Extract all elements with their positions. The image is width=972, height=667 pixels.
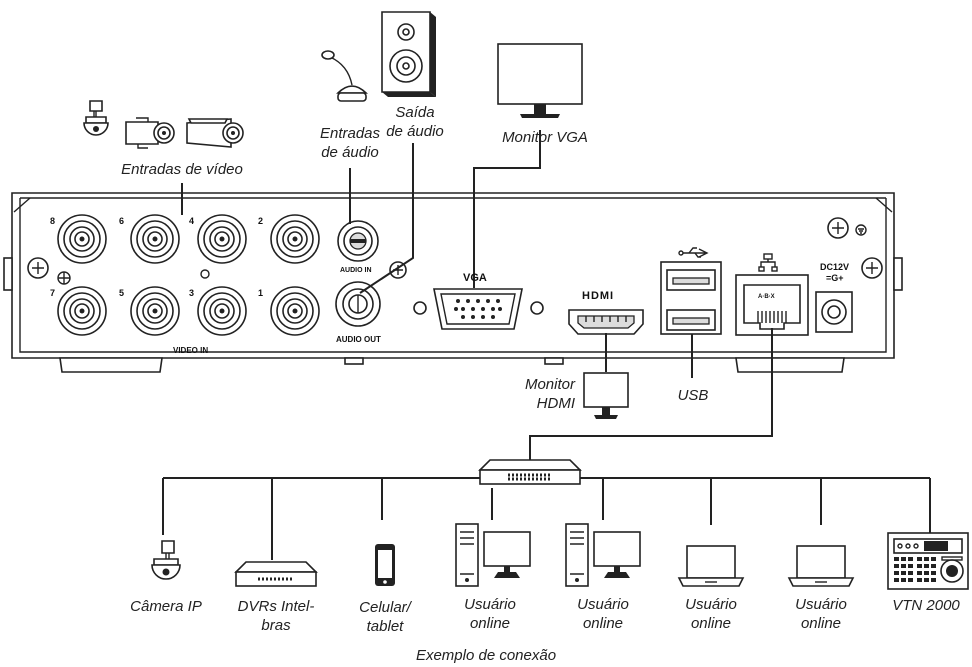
speaker-icon bbox=[381, 11, 436, 97]
bnc-connectors bbox=[57, 214, 320, 336]
laptop-icon bbox=[677, 545, 745, 587]
lan-label: A·B·X bbox=[758, 294, 775, 300]
hdmi-port bbox=[568, 309, 644, 335]
label-usb: USB bbox=[677, 387, 709, 404]
label-device-8: VTN 2000 bbox=[892, 597, 960, 614]
switch-icon bbox=[478, 459, 582, 485]
label-vga-monitor: Monitor VGA bbox=[502, 129, 588, 146]
usb-port-stack bbox=[660, 261, 722, 335]
rj45-port bbox=[735, 274, 809, 336]
ip-camera-icon bbox=[151, 540, 181, 580]
channel-label-5: 5 bbox=[119, 288, 125, 298]
channel-label-8: 8 bbox=[50, 216, 56, 226]
channel-label-2: 2 bbox=[258, 216, 264, 226]
line-audio-out bbox=[359, 143, 414, 294]
bullet-camera-icon bbox=[125, 117, 175, 149]
bnc-3 bbox=[197, 214, 247, 264]
bnc-6 bbox=[130, 286, 180, 336]
label-device-4a: Usuário bbox=[464, 596, 516, 613]
label-device-1: Câmera IP bbox=[130, 598, 202, 615]
label-audio-inputs-2: de áudio bbox=[321, 144, 379, 161]
label-audio-output-2: de áudio bbox=[386, 123, 444, 140]
bnc-5 bbox=[57, 286, 107, 336]
ground-icon bbox=[57, 271, 71, 285]
audio-in-connector bbox=[337, 220, 379, 262]
label-device-7b: online bbox=[800, 615, 842, 632]
monitor-icon bbox=[583, 372, 629, 419]
video-in-label: VIDEO IN bbox=[173, 346, 209, 355]
desktop-pc-icon bbox=[565, 523, 641, 587]
microphone-icon bbox=[321, 50, 368, 102]
channel-label-7: 7 bbox=[50, 288, 56, 298]
channel-label-4: 4 bbox=[189, 216, 195, 226]
label-device-5a: Usuário bbox=[577, 596, 629, 613]
laptop-icon bbox=[787, 545, 855, 587]
label-device-6a: Usuário bbox=[685, 596, 737, 613]
bnc-1 bbox=[57, 214, 107, 264]
audio-out-connector bbox=[335, 281, 381, 327]
line-lan bbox=[529, 328, 773, 462]
usb-icon bbox=[678, 247, 709, 258]
label-device-7a: Usuário bbox=[795, 596, 847, 613]
label-device-4b: online bbox=[469, 615, 511, 632]
vga-port bbox=[433, 288, 523, 330]
ip-camera-icon bbox=[83, 100, 109, 136]
ground-symbol-right bbox=[855, 224, 867, 236]
bnc-7 bbox=[197, 286, 247, 336]
label-device-2b: bras bbox=[261, 617, 291, 634]
power-label-2: =G+ bbox=[826, 273, 844, 283]
monitor-icon bbox=[497, 43, 583, 118]
label-device-5b: online bbox=[582, 615, 624, 632]
power-label-1: DC12V bbox=[820, 262, 850, 272]
label-hdmi-monitor-2: HDMI bbox=[536, 395, 575, 412]
diagram-caption: Exemplo de conexão bbox=[415, 647, 557, 664]
audio-out-label: AUDIO OUT bbox=[336, 335, 381, 344]
bnc-4 bbox=[270, 214, 320, 264]
hdmi-label: HDMI bbox=[582, 290, 615, 302]
screw-right bbox=[861, 257, 883, 279]
screw-left bbox=[27, 257, 49, 279]
label-hdmi-monitor-1: Monitor bbox=[524, 376, 575, 393]
bnc-8 bbox=[270, 286, 320, 336]
label-audio-output-1: Saída bbox=[395, 104, 435, 121]
label-device-2a: DVRs Intel- bbox=[237, 598, 315, 615]
label-audio-inputs-1: Entradas bbox=[319, 125, 381, 142]
vga-label: VGA bbox=[463, 272, 487, 284]
network-icon bbox=[758, 253, 778, 272]
desktop-pc-icon bbox=[455, 523, 531, 587]
audio-in-label: AUDIO IN bbox=[340, 267, 372, 274]
keyboard-controller-icon bbox=[887, 532, 969, 590]
label-device-6b: online bbox=[690, 615, 732, 632]
channel-label-3: 3 bbox=[189, 288, 195, 298]
label-device-3b: tablet bbox=[366, 618, 404, 635]
label-device-3a: Celular/ bbox=[359, 599, 411, 616]
channel-label-6: 6 bbox=[119, 216, 125, 226]
smartphone-icon bbox=[375, 544, 395, 586]
label-video-inputs: Entradas de vídeo bbox=[121, 161, 243, 178]
channel-label-1: 1 bbox=[258, 288, 264, 298]
screw-top-right bbox=[827, 217, 849, 239]
line-vga bbox=[473, 130, 541, 288]
bnc-2 bbox=[130, 214, 180, 264]
bullet-camera-icon bbox=[186, 118, 244, 148]
dvr-icon bbox=[234, 561, 318, 587]
power-port bbox=[815, 291, 853, 333]
